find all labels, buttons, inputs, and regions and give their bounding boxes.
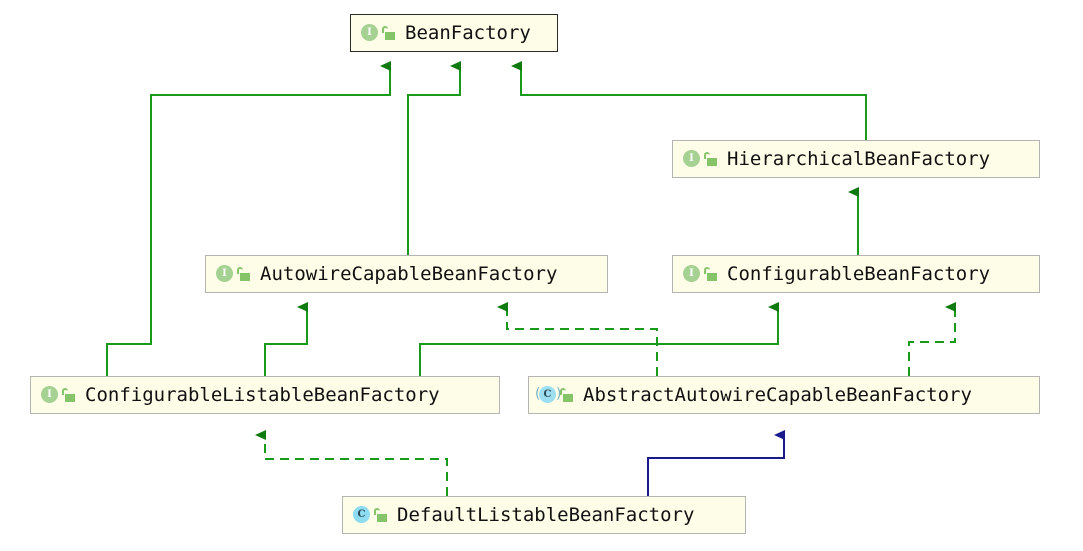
interface-badge-icon: I [681,149,701,169]
node-label: AutowireCapableBeanFactory [260,262,558,285]
node-label: AbstractAutowireCapableBeanFactory [583,383,972,406]
node-configurable-listable-bean-factory[interactable]: I ConfigurableListableBeanFactory [30,376,500,414]
node-label: ConfigurableBeanFactory [727,262,991,285]
unlock-icon [704,266,718,282]
unlock-icon [560,387,574,403]
node-bean-factory[interactable]: I BeanFactory [350,14,558,52]
node-label: BeanFactory [405,21,531,44]
node-abstract-autowire-capable-bean-factory[interactable]: ( C ) AbstractAutowireCapableBeanFactory [528,376,1040,414]
edge-configurableListable-to-autowireCapable [264,302,308,376]
edge-abstractAutowire-to-autowireCapable [497,302,658,376]
unlock-icon [62,387,76,403]
node-default-listable-bean-factory[interactable]: C DefaultListableBeanFactory [342,496,746,534]
node-label: HierarchicalBeanFactory [727,147,991,170]
edge-abstractAutowire-to-configurable [908,302,956,376]
unlock-icon [704,151,718,167]
interface-badge-icon: I [359,23,379,43]
interface-badge-icon: I [214,264,234,284]
unlock-icon [374,507,388,523]
edge-configurableListable-to-configurable [419,302,779,376]
abstract-paren-right: ) [556,386,562,402]
abstract-class-badge-icon: ( C ) [535,386,562,403]
interface-badge-icon: I [39,385,59,405]
edge-autowireCapable-to-beanFactory [407,61,461,255]
class-badge-icon: C [351,505,371,525]
node-label: ConfigurableListableBeanFactory [85,383,440,406]
unlock-icon [382,25,396,41]
edge-configurableListable-to-beanFactory [106,61,391,376]
node-hierarchical-bean-factory[interactable]: I HierarchicalBeanFactory [672,140,1040,178]
node-autowire-capable-bean-factory[interactable]: I AutowireCapableBeanFactory [205,255,608,293]
edge-defaultListable-to-abstractAutowire [647,430,785,496]
abstract-paren-left: ( [535,386,541,402]
node-label: DefaultListableBeanFactory [397,503,695,526]
unlock-icon [237,266,251,282]
edge-hierarchical-to-beanFactory [511,61,867,140]
node-configurable-bean-factory[interactable]: I ConfigurableBeanFactory [672,255,1040,293]
interface-badge-icon: I [681,264,701,284]
edge-defaultListable-to-configurableListable [255,430,448,496]
